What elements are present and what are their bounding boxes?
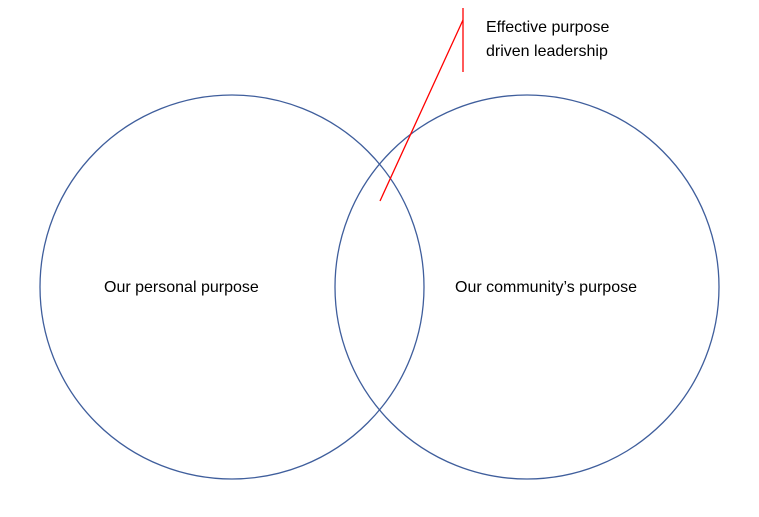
community-purpose-label: Our community’s purpose [455, 279, 637, 296]
callout-pointer-line [379, 19, 464, 202]
personal-purpose-circle [39, 94, 425, 480]
callout-label-line-1: Effective purpose [486, 19, 610, 36]
community-purpose-circle [334, 94, 720, 480]
personal-purpose-label: Our personal purpose [104, 279, 259, 296]
callout-label: Effective purpose driven leadership [486, 16, 609, 64]
callout-label-line-2: driven leadership [486, 43, 608, 60]
